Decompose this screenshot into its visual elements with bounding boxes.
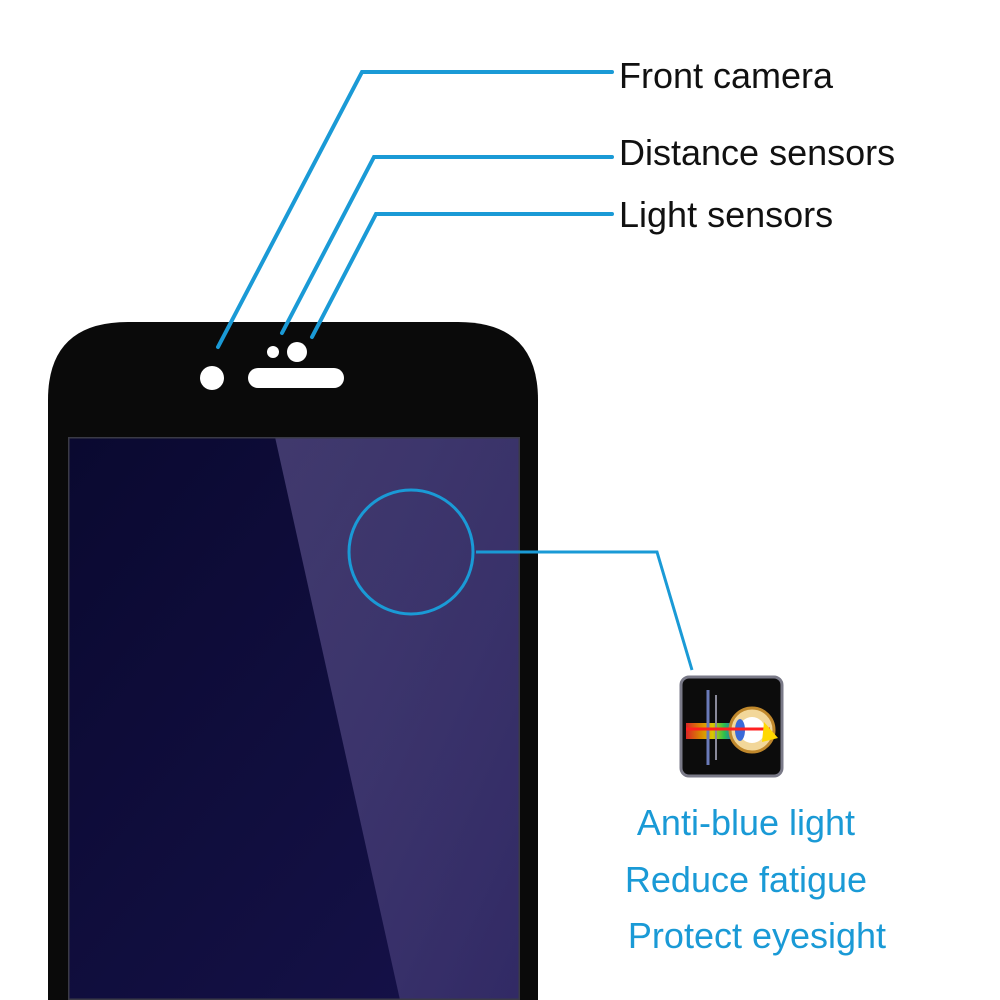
light-sensors-label: Light sensors	[619, 194, 834, 235]
distance-sensors-leader	[280, 155, 614, 335]
front-camera-leader	[216, 70, 614, 349]
feature-reduce-fatigue: Reduce fatigue	[624, 859, 868, 900]
front-camera	[200, 366, 224, 390]
callout-lines	[216, 70, 614, 349]
eye-light-icon	[679, 675, 784, 778]
earpiece-speaker	[248, 368, 344, 388]
light-sensors-leader	[310, 212, 614, 339]
inset-leader	[476, 550, 694, 671]
feature-protect-eyesight: Protect eyesight	[627, 915, 887, 956]
phone-screen	[68, 437, 520, 1000]
screen-highlight-circle	[347, 488, 475, 616]
front-camera-label: Front camera	[619, 55, 834, 96]
distance-sensors-label: Distance sensors	[619, 132, 896, 173]
feature-anti-blue-light: Anti-blue light	[636, 802, 856, 843]
light-sensor-dot	[267, 346, 279, 358]
distance-sensor-dot	[287, 342, 307, 362]
screen-glare	[275, 437, 520, 1000]
